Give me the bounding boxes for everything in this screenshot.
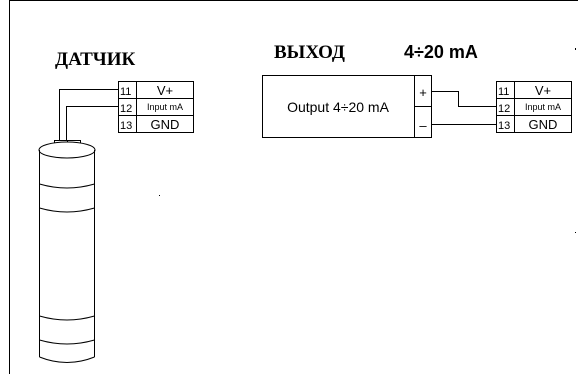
- sensor-terminal-label: GND: [151, 117, 180, 132]
- sensor-terminal-num: 11: [120, 86, 131, 98]
- sensor-terminal-label: V+: [157, 83, 173, 98]
- output-minus-sign: –: [419, 118, 427, 133]
- output-terminal-label: Input mA: [525, 102, 561, 112]
- output-terminal-label: V+: [535, 83, 551, 98]
- sensor-heading: ДАТЧИК: [55, 49, 136, 70]
- scan-specks: [159, 48, 576, 233]
- output-wires: [431, 91, 496, 125]
- output-terminal-num: 13: [498, 120, 510, 132]
- output-terminal-label: GND: [529, 117, 558, 132]
- output-module: Output 4÷20 mA + –: [262, 75, 432, 138]
- sensor-cable-wires: [59, 89, 118, 146]
- diagram-frame: [9, 0, 578, 374]
- output-heading: ВЫХОД: [274, 42, 345, 63]
- output-terminal-num: 11: [498, 86, 509, 98]
- range-heading: 4÷20 mA: [404, 42, 478, 62]
- output-terminal-num: 12: [498, 103, 510, 115]
- output-plus-sign: +: [419, 85, 427, 100]
- sensor-terminal-num: 13: [120, 120, 132, 132]
- sensor-terminal-num: 12: [120, 103, 132, 115]
- output-module-label: Output 4÷20 mA: [287, 99, 390, 115]
- sensor-terminal-label: Input mA: [147, 102, 183, 112]
- output-terminal-block: 11 V+ 12 Input mA 13 GND: [496, 81, 572, 133]
- sensor-terminal-block: 11 V+ 12 Input mA 13 GND: [118, 81, 194, 133]
- sensor-probe-body: [38, 141, 96, 363]
